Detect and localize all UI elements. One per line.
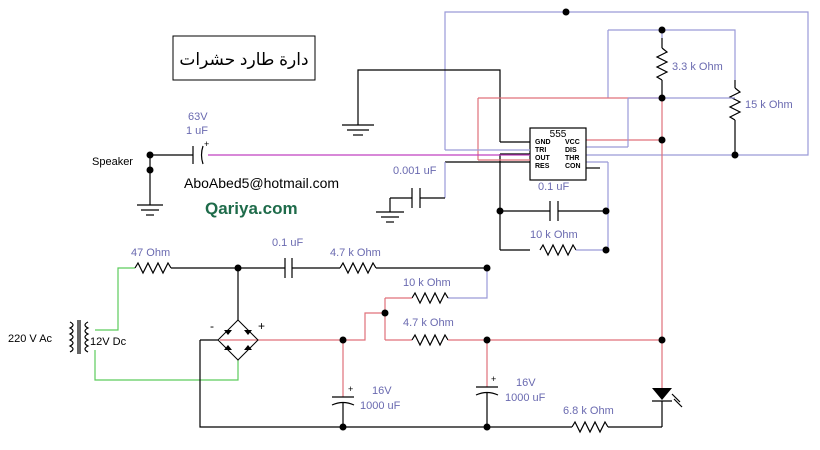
- author-email: AboAbed5@hotmail.com: [184, 175, 339, 191]
- ic-pin-right-3: THR: [565, 155, 579, 162]
- ground-symbol: [342, 124, 374, 136]
- ic-left-pin-wires: [445, 141, 530, 163]
- label-transformer-secondary: 12V Dc: [90, 336, 127, 348]
- bridge-rectifier: [200, 268, 259, 361]
- resistor-15k: [728, 80, 742, 155]
- ic-pin-left-2: TRI: [535, 147, 546, 154]
- svg-text:+: +: [204, 139, 209, 149]
- speaker-node: [137, 155, 163, 216]
- label-c-01-timer: 0.1 uF: [538, 181, 569, 193]
- ic-555: 555 GND TRI OUT RES VCC DIS THR CON: [529, 127, 587, 181]
- led: [652, 340, 683, 410]
- ic-pin-left-4: RES: [535, 163, 550, 170]
- label-r-10k-mid: 10 k Ohm: [403, 277, 451, 289]
- label-c2-polarity: +: [491, 374, 496, 384]
- label-r-4k7-input: 4.7 k Ohm: [330, 247, 381, 259]
- label-r-10k-timer: 10 k Ohm: [530, 229, 578, 241]
- ic-pin-left-3: OUT: [535, 155, 551, 162]
- ic-ground-wire: [357, 69, 501, 142]
- junction-dots: [146, 8, 739, 431]
- label-r-15k: 15 k Ohm: [745, 99, 793, 111]
- capacitor-speaker: +: [192, 139, 209, 165]
- circuit-title: دارة طارد حشرات: [179, 50, 308, 69]
- capacitor-0001uf: [376, 162, 446, 223]
- label-speaker-cap-voltage: 63V: [188, 111, 208, 123]
- ic-pin-right-2: DIS: [565, 147, 577, 154]
- input-top-wire: [95, 258, 487, 331]
- capacitor-filter-2: [475, 340, 499, 427]
- ic-name: 555: [550, 129, 567, 140]
- transformer: [68, 320, 90, 354]
- label-r-47: 47 Ohm: [131, 247, 170, 259]
- timer-wiring: [477, 97, 735, 340]
- label-r-6k8: 6.8 k Ohm: [563, 405, 614, 417]
- ic-pin-right-4: CON: [565, 163, 581, 170]
- site-name: Qariya.com: [205, 199, 298, 218]
- label-c-0001: 0.001 uF: [393, 165, 437, 177]
- label-bridge-plus: +: [258, 319, 265, 333]
- label-c2-voltage: 16V: [516, 377, 536, 389]
- secondary-wires: [94, 350, 239, 381]
- label-c1-polarity: +: [348, 384, 353, 394]
- label-bridge-minus: -: [210, 319, 214, 333]
- label-c1-voltage: 16V: [372, 385, 392, 397]
- label-c1-value: 1000 uF: [360, 400, 401, 412]
- label-r-3k3: 3.3 k Ohm: [672, 61, 723, 73]
- resistor-10k-timer: [539, 243, 608, 257]
- label-c2-value: 1000 uF: [505, 392, 546, 404]
- label-r-4k7-mid: 4.7 k Ohm: [403, 317, 454, 329]
- ic-pin-right-1: VCC: [565, 139, 580, 146]
- capacitor-filter-1: [331, 340, 355, 427]
- resistor-3k3: [655, 38, 669, 98]
- title-box: دارة طارد حشرات: [172, 35, 316, 81]
- label-speaker: Speaker: [92, 156, 133, 168]
- label-speaker-cap-value: 1 uF: [186, 125, 208, 137]
- capacitor-timer: [500, 201, 606, 221]
- ground-return: [199, 340, 663, 434]
- label-c-01-input: 0.1 uF: [272, 237, 303, 249]
- top-frame-wires: [444, 11, 809, 156]
- label-transformer-primary: 220 V Ac: [8, 333, 53, 345]
- ic-pin-left-1: GND: [535, 139, 551, 146]
